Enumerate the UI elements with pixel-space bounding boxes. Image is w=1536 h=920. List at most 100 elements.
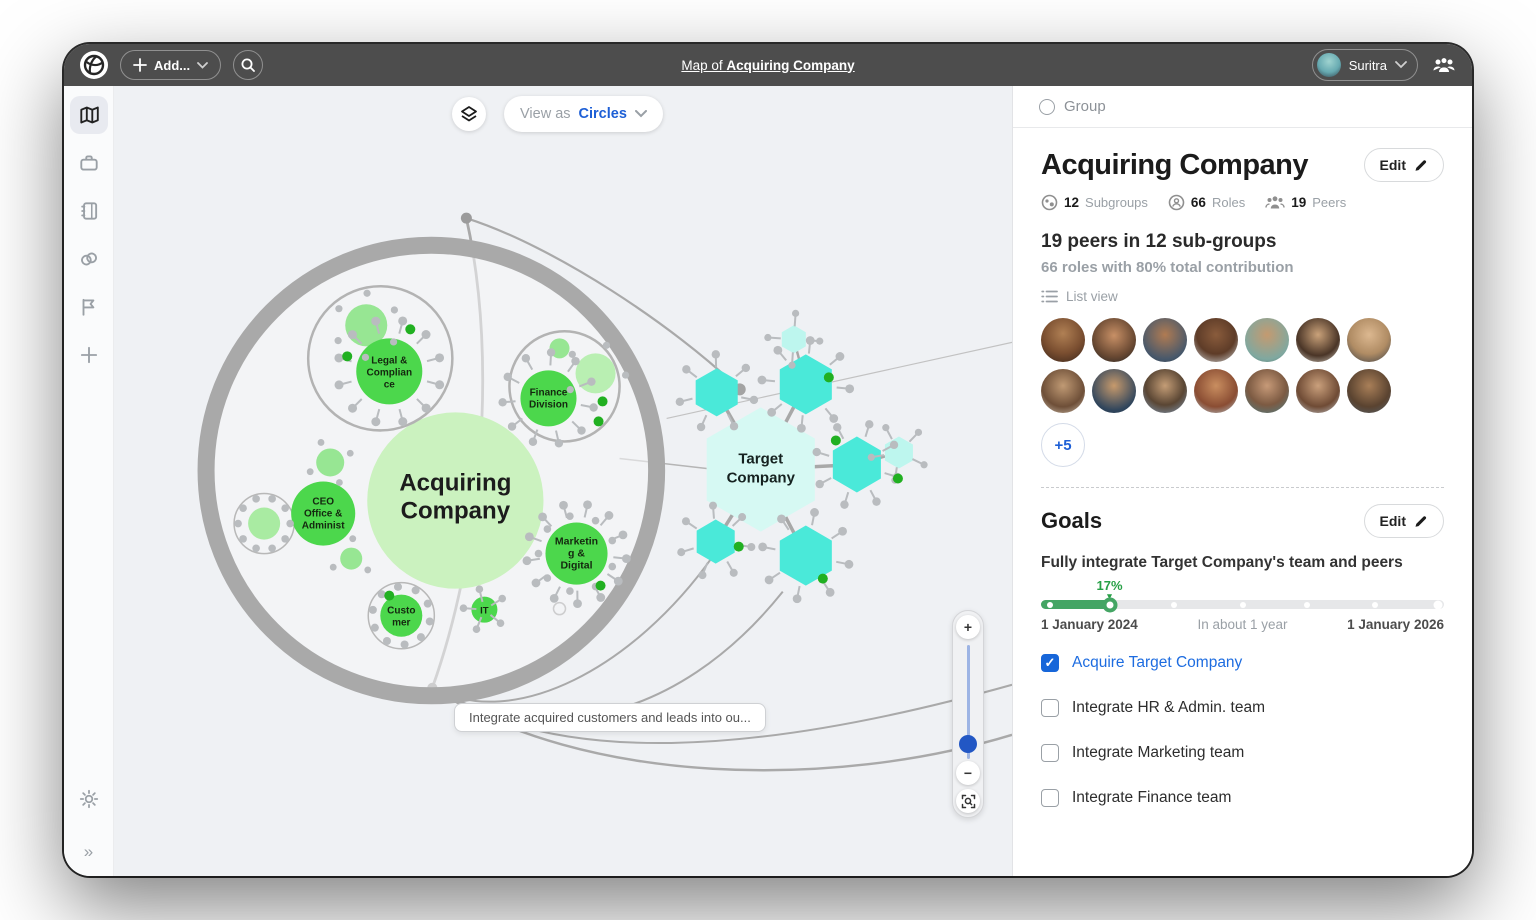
- peers-icon[interactable]: [1432, 56, 1456, 74]
- peer-avatar[interactable]: [1296, 318, 1340, 362]
- role-dot[interactable]: [252, 495, 260, 503]
- role-dot[interactable]: [543, 574, 552, 582]
- peer-avatar[interactable]: [1347, 318, 1391, 362]
- role-dot[interactable]: [816, 337, 824, 345]
- role-dot[interactable]: [796, 423, 806, 433]
- sidebar-item-handbook[interactable]: [70, 192, 108, 230]
- panel-tab-group[interactable]: Group: [1013, 86, 1472, 128]
- role-dot[interactable]: [281, 504, 289, 513]
- role-dot[interactable]: [757, 375, 767, 385]
- peer-avatar[interactable]: [1143, 369, 1187, 413]
- role-dot[interactable]: [613, 576, 623, 586]
- contribution-dot[interactable]: [733, 541, 744, 552]
- user-menu[interactable]: Suritra: [1311, 49, 1418, 81]
- role-dot[interactable]: [573, 599, 582, 609]
- role-dot[interactable]: [281, 535, 289, 543]
- role-dot[interactable]: [435, 380, 445, 390]
- role-dot[interactable]: [835, 352, 845, 361]
- role-dot[interactable]: [400, 640, 409, 649]
- role-dot[interactable]: [371, 417, 381, 427]
- target-sub-hex-top-light[interactable]: [781, 325, 806, 354]
- role-dot[interactable]: [534, 549, 543, 558]
- role-dot[interactable]: [522, 556, 532, 566]
- role-dot[interactable]: [792, 594, 802, 604]
- target-sub-hex-bottomleft[interactable]: [696, 519, 735, 564]
- role-dot[interactable]: [767, 407, 777, 417]
- role-dot[interactable]: [571, 356, 580, 366]
- sidebar-item-links[interactable]: [70, 240, 108, 278]
- peer-avatar[interactable]: [1245, 369, 1289, 413]
- zoom-fit-button[interactable]: [956, 789, 980, 813]
- role-dot[interactable]: [577, 426, 586, 435]
- role-dot[interactable]: [681, 517, 690, 526]
- role-dot[interactable]: [421, 330, 431, 340]
- zoom-slider-handle[interactable]: [959, 735, 977, 753]
- peer-avatar[interactable]: [1347, 369, 1391, 413]
- checkbox[interactable]: [1041, 744, 1059, 762]
- role-dot[interactable]: [346, 449, 354, 457]
- role-dot[interactable]: [475, 585, 484, 594]
- role-dot[interactable]: [889, 440, 899, 450]
- role-dot[interactable]: [791, 309, 800, 317]
- role-dot[interactable]: [472, 625, 481, 633]
- role-dot[interactable]: [882, 424, 890, 432]
- peer-avatar[interactable]: [1092, 318, 1136, 362]
- contribution-dot[interactable]: [342, 351, 353, 362]
- role-dot[interactable]: [845, 384, 855, 394]
- checklist-item[interactable]: Integrate Finance team: [1041, 789, 1444, 807]
- role-dot[interactable]: [596, 593, 606, 602]
- role-dot[interactable]: [773, 345, 783, 355]
- contribution-dot[interactable]: [823, 372, 834, 383]
- role-dot[interactable]: [361, 353, 370, 361]
- role-dot[interactable]: [416, 633, 425, 642]
- role-dot[interactable]: [543, 525, 552, 533]
- role-dot[interactable]: [334, 380, 344, 390]
- role-dot[interactable]: [568, 350, 576, 358]
- role-dot[interactable]: [583, 500, 592, 510]
- legal-group-circle[interactable]: [356, 338, 423, 405]
- role-dot[interactable]: [421, 403, 431, 413]
- role-dot[interactable]: [398, 316, 408, 326]
- role-dot[interactable]: [833, 423, 842, 432]
- customer-group-ring[interactable]: [367, 581, 436, 650]
- role-dot[interactable]: [531, 578, 541, 588]
- role-dot[interactable]: [335, 305, 343, 313]
- sidebar-item-projects[interactable]: [70, 144, 108, 182]
- checklist-item[interactable]: Integrate Marketing team: [1041, 744, 1444, 762]
- role-dot[interactable]: [829, 414, 839, 423]
- contribution-dot[interactable]: [892, 473, 903, 484]
- role-dot[interactable]: [838, 526, 847, 536]
- peer-avatar[interactable]: [1041, 318, 1085, 362]
- role-dot[interactable]: [398, 417, 408, 427]
- role-dot[interactable]: [608, 562, 617, 571]
- role-dot[interactable]: [711, 350, 720, 359]
- role-dot[interactable]: [566, 587, 574, 595]
- acquiring-company-circle[interactable]: [367, 412, 544, 589]
- role-dot[interactable]: [496, 619, 505, 627]
- layers-button[interactable]: [452, 97, 486, 131]
- contribution-dot[interactable]: [817, 573, 828, 584]
- contribution-dot[interactable]: [830, 435, 841, 446]
- zoom-slider[interactable]: [959, 645, 977, 759]
- finance-group-circle[interactable]: [520, 370, 577, 427]
- target-company-hex[interactable]: [706, 407, 815, 532]
- role-dot[interactable]: [749, 395, 759, 405]
- role-dot[interactable]: [371, 316, 381, 326]
- role-dot[interactable]: [498, 398, 507, 407]
- role-dot[interactable]: [840, 500, 849, 509]
- role-dot[interactable]: [621, 371, 630, 379]
- sidebar-item-goals[interactable]: [70, 288, 108, 326]
- role-dot[interactable]: [317, 439, 325, 446]
- role-dot[interactable]: [677, 548, 686, 557]
- role-dot[interactable]: [546, 348, 556, 357]
- map-canvas[interactable]: Acquiring Company Target Company Legal &…: [114, 86, 1012, 876]
- role-dot[interactable]: [559, 500, 568, 510]
- customer-group-circle[interactable]: [380, 594, 423, 637]
- peer-avatar[interactable]: [1092, 369, 1136, 413]
- peer-avatar[interactable]: [1296, 369, 1340, 413]
- role-dot[interactable]: [698, 571, 707, 580]
- add-button[interactable]: Add...: [120, 50, 222, 80]
- contribution-dot[interactable]: [593, 416, 604, 427]
- ceo-satellite-circle[interactable]: [248, 507, 281, 540]
- search-button[interactable]: [233, 50, 264, 80]
